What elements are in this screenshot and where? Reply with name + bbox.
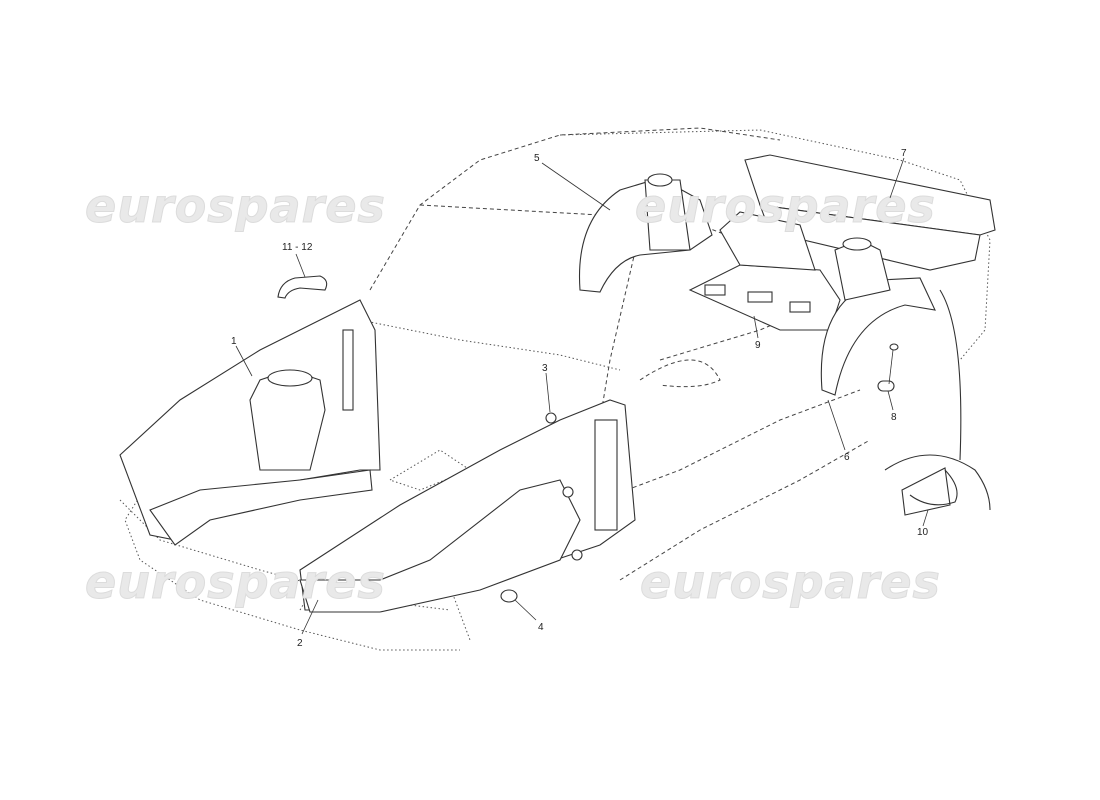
part-4-plug [500, 589, 518, 603]
part-1-front-left-wheelhouse [119, 299, 381, 546]
callout-labels: 1 2 3 4 5 6 7 8 9 10 11 - 12 [231, 148, 929, 649]
part-11-12-handle [277, 275, 328, 299]
part-7-rear-panel [744, 154, 996, 271]
callout-2: 2 [297, 638, 303, 649]
callout-1: 1 [231, 336, 237, 347]
part-6-rear-right-wheelhouse [820, 237, 936, 396]
part-5-rear-left-wheelhouse [578, 173, 713, 293]
watermark-bottom-right: eurospares [640, 555, 941, 609]
callout-9: 9 [755, 340, 761, 351]
callout-11-12: 11 - 12 [282, 242, 313, 253]
part-8-plug [877, 380, 895, 392]
watermark-bottom-left: eurospares [85, 555, 386, 609]
part-10-towing-eye [901, 467, 958, 516]
callout-3: 3 [542, 363, 548, 374]
part-9-floor-panel [688, 211, 841, 331]
part-3-grommet [545, 412, 557, 424]
watermark-logos: eurospares eurospares eurospares eurospa… [85, 179, 941, 610]
part-2-front-right-rail [299, 399, 636, 613]
callout-8: 8 [891, 412, 897, 423]
watermark-top-right: eurospares [635, 179, 936, 233]
callout-10: 10 [917, 527, 929, 538]
callout-6: 6 [844, 452, 850, 463]
leader-lines [235, 157, 929, 635]
callout-4: 4 [538, 622, 544, 633]
watermark-top-left: eurospares [85, 179, 386, 233]
callout-5: 5 [534, 153, 540, 164]
part-8-grommet [889, 343, 899, 351]
callout-7: 7 [901, 148, 907, 159]
